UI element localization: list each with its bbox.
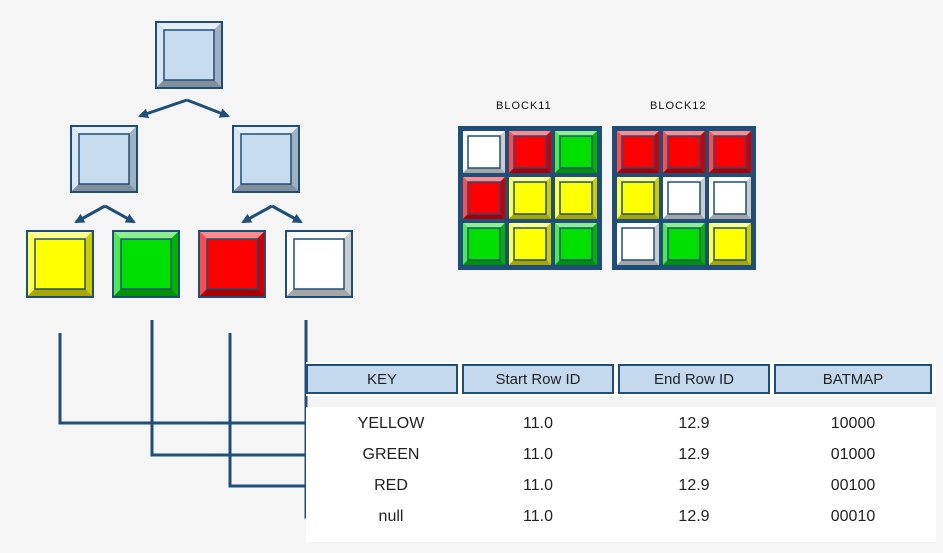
leaf-node-red	[198, 230, 266, 298]
header-batmap: BATMAP	[774, 364, 932, 394]
arrow-mid1-left	[74, 204, 106, 224]
arrow-mid2-right	[271, 204, 303, 224]
cell-batmap: 10000	[830, 415, 876, 432]
block-cell-yellow	[507, 175, 553, 221]
table-row: RED 11.0 12.9 00100	[306, 471, 936, 501]
cell-end-row-id: 12.9	[678, 446, 710, 463]
cell-key: RED	[374, 477, 408, 494]
block11-label: BLOCK11	[496, 100, 552, 112]
arrow-root-left	[138, 98, 188, 119]
cell-start-row-id: 11.0	[523, 477, 553, 494]
table-row: null 11.0 12.9 00010	[306, 502, 936, 532]
block-cell-red	[461, 175, 507, 221]
block-cell-white	[661, 175, 707, 221]
cell-start-row-id: 11.0	[523, 446, 553, 463]
cell-batmap: 00010	[830, 508, 876, 525]
cell-key: null	[378, 508, 404, 525]
connector-yellow	[58, 333, 332, 428]
block-cell-green	[661, 221, 707, 267]
block-cell-green	[553, 129, 599, 175]
block-cell-white	[461, 129, 507, 175]
leaf-node-null	[285, 230, 353, 298]
block-cell-yellow	[615, 175, 661, 221]
block-block11	[458, 126, 602, 270]
arrow-mid2-left	[241, 204, 273, 224]
cell-start-row-id: 11.0	[523, 508, 553, 525]
leaf-node-green	[112, 230, 180, 298]
cell-end-row-id: 12.9	[678, 415, 710, 432]
arrow-mid1-right	[104, 204, 136, 224]
block12-label: BLOCK12	[650, 100, 707, 112]
block-cell-red	[707, 129, 753, 175]
cell-batmap: 01000	[830, 446, 876, 463]
table-row: YELLOW 11.0 12.9 10000	[306, 409, 936, 439]
cell-start-row-id: 11.0	[523, 415, 553, 432]
block-cell-white	[615, 221, 661, 267]
cell-end-row-id: 12.9	[678, 477, 710, 494]
data-blocks	[458, 126, 756, 270]
header-key: KEY	[306, 364, 458, 394]
block-cell-green	[553, 221, 599, 267]
cell-batmap: 00100	[830, 477, 876, 494]
tree-arrows	[74, 98, 303, 224]
block-cell-red	[661, 129, 707, 175]
tree-mid-node-1	[70, 125, 138, 193]
leaf-node-yellow	[26, 230, 94, 298]
block-cell-red	[507, 129, 553, 175]
block-block12	[612, 126, 756, 270]
cell-end-row-id: 12.9	[678, 508, 710, 525]
table-header: KEY Start Row ID End Row ID BATMAP	[306, 362, 936, 396]
table-body: YELLOW 11.0 12.9 10000 GREEN 11.0 12.9 0…	[306, 407, 936, 542]
table-row: GREEN 11.0 12.9 01000	[306, 440, 936, 470]
connector-green	[150, 320, 332, 460]
leaf-connectors	[58, 320, 332, 522]
block-cell-yellow	[553, 175, 599, 221]
header-start-row-id: Start Row ID	[462, 364, 614, 394]
block-cell-red	[615, 129, 661, 175]
tree-root-node	[155, 21, 223, 89]
b-tree	[26, 21, 353, 298]
cell-key: GREEN	[362, 446, 420, 463]
arrow-root-right	[186, 98, 230, 118]
block-cell-yellow	[707, 221, 753, 267]
block-cell-yellow	[507, 221, 553, 267]
tree-mid-node-2	[232, 125, 300, 193]
connector-red	[228, 333, 332, 491]
cell-key: YELLOW	[357, 415, 425, 432]
block-cell-white	[707, 175, 753, 221]
header-end-row-id: End Row ID	[618, 364, 770, 394]
block-cell-green	[461, 221, 507, 267]
